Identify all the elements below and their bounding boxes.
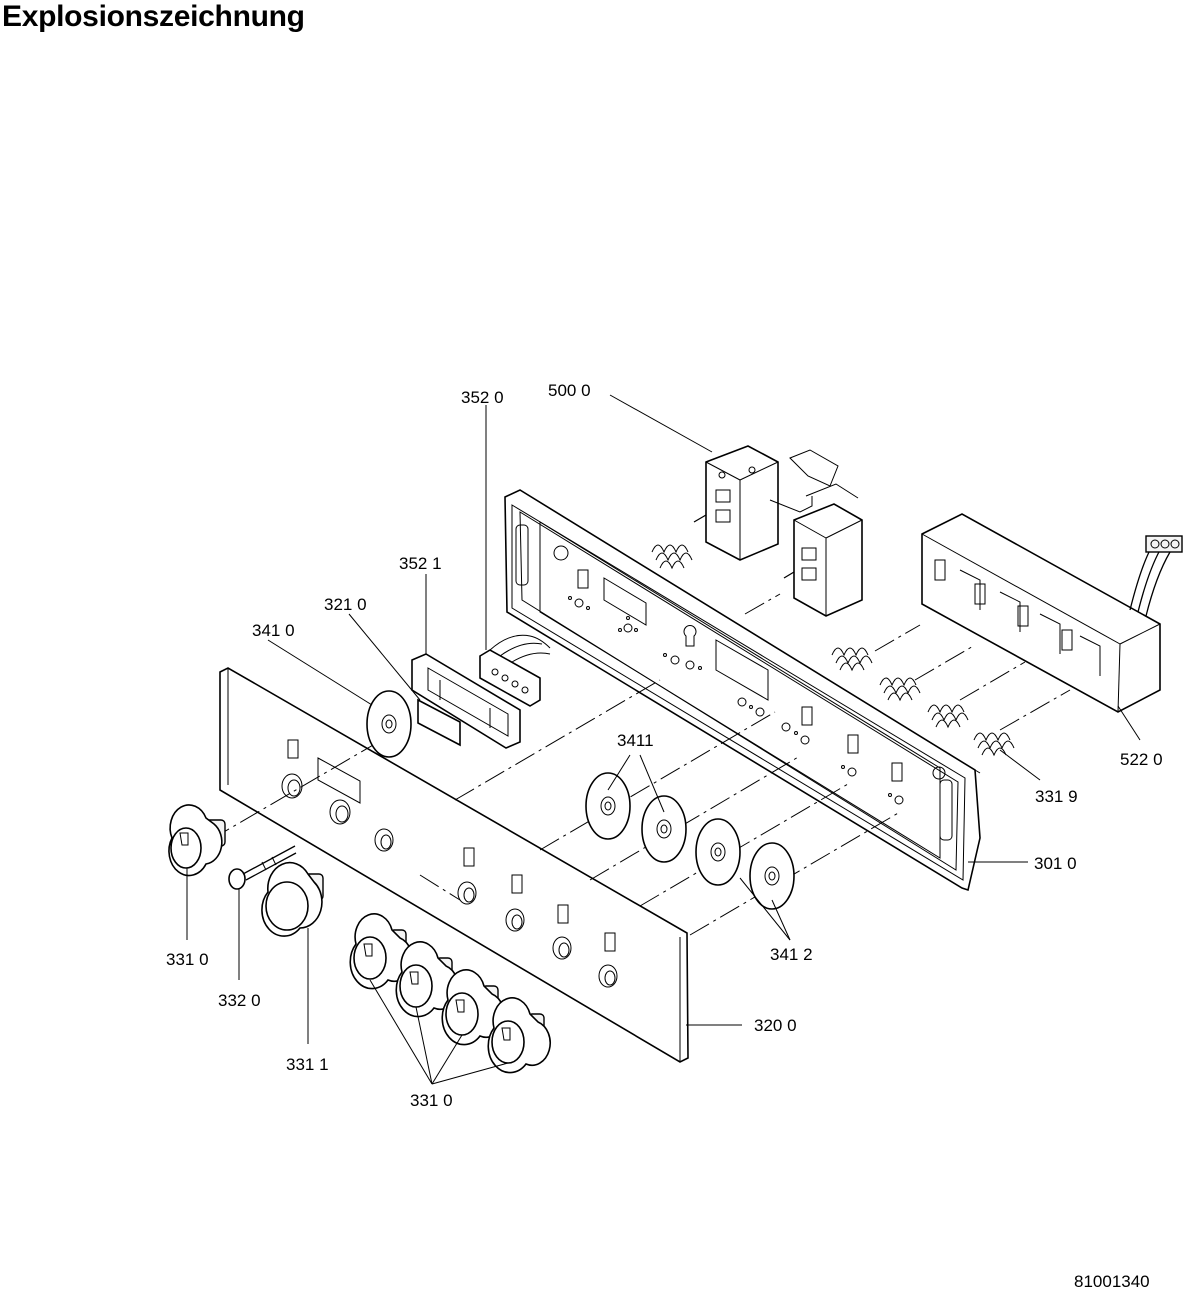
callout-3411: 3411 (617, 731, 654, 750)
callout-3200: 320 0 (754, 1016, 797, 1035)
leader-lines (186, 394, 1141, 1085)
rear-frame-3010 (504, 489, 981, 892)
knob-3310-d (487, 997, 551, 1074)
callout-5000: 500 0 (548, 381, 591, 400)
callout-3311: 331 1 (286, 1055, 329, 1074)
knob-3311 (261, 861, 324, 937)
spring-3319 (973, 732, 1015, 757)
display-window-3210 (417, 698, 461, 747)
callout-3010: 301 0 (1034, 854, 1077, 873)
callout-5220: 522 0 (1120, 750, 1163, 769)
callout-3320: 332 0 (218, 991, 261, 1010)
callout-3410: 341 0 (252, 621, 295, 640)
rosette-3412-b (749, 842, 795, 910)
spring-3 (927, 704, 969, 729)
switch-module-5000 (693, 445, 863, 617)
page-title: Explosionszeichnung (2, 0, 305, 33)
assembly-axes (209, 593, 1071, 936)
rosette-3411-b (641, 795, 687, 863)
spring-1 (831, 647, 873, 672)
display-module-3520 (479, 634, 551, 707)
callout-labels: 352 0 500 0 352 1 321 0 341 0 3411 522 0… (166, 381, 1163, 1110)
callout-3310-bottom: 331 0 (410, 1091, 453, 1110)
rosette-3411-a (585, 772, 631, 840)
callout-3310-left: 331 0 (166, 950, 209, 969)
switch-block-5220 (921, 513, 1183, 713)
callout-3210: 321 0 (324, 595, 367, 614)
callout-3521: 352 1 (399, 554, 442, 573)
knob-3310-left (168, 804, 226, 877)
knob-3310-b (395, 941, 459, 1018)
spring-2 (879, 677, 921, 702)
rosette-3412-a (695, 818, 741, 886)
callout-3520: 352 0 (461, 388, 504, 407)
document-number: 81001340 (1074, 1272, 1150, 1291)
rosette-3410 (366, 690, 412, 758)
indicator-3320 (228, 845, 297, 890)
callout-3412: 341 2 (770, 945, 813, 964)
knob-3310-c (441, 969, 505, 1046)
callout-3319: 331 9 (1035, 787, 1078, 806)
spring-top (651, 544, 693, 570)
